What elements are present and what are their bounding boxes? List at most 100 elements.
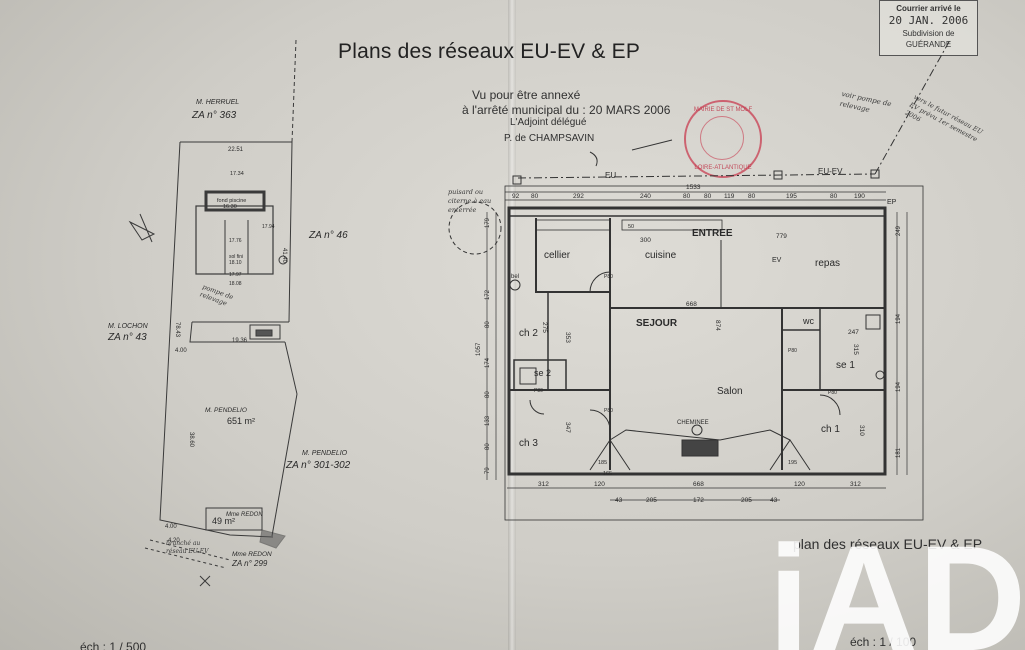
left-dim-6: 133 [485, 415, 491, 426]
redor2-za: ZA n° 299 [231, 559, 268, 568]
door-p80-5: P80 [788, 348, 797, 354]
annex-line-1: Vu pour être annexé [472, 88, 581, 102]
network-eu-ev-line [517, 173, 876, 179]
bottom-dim-5: 312 [850, 481, 861, 488]
bay-right [769, 439, 811, 471]
shower-se1 [865, 314, 881, 330]
door-ch1 [819, 394, 841, 416]
wall-se2 [513, 359, 567, 391]
spot-level-2: 17.97 [229, 272, 242, 278]
annex-arrow [589, 151, 598, 167]
room-repas: repas [815, 258, 840, 269]
bottom-dim-4: 120 [794, 481, 805, 488]
door-ch3 [589, 409, 611, 431]
top-dim-5: 80 [683, 193, 691, 200]
fireplace [681, 439, 719, 457]
parcel-left-bottom [159, 141, 274, 538]
boiler [509, 279, 521, 291]
shower-se2 [519, 367, 537, 385]
dim-668: 668 [686, 301, 697, 308]
garage-outline [249, 324, 281, 340]
puisard-circle [448, 201, 502, 255]
dim-310: 310 [858, 425, 865, 436]
car-symbol [255, 329, 273, 337]
right-dim-1: 249 [896, 225, 902, 236]
net-label-ev: EV [772, 257, 782, 264]
room-sejour: SEJOUR [636, 318, 678, 329]
dim-247: 247 [848, 329, 859, 336]
paper-fold [508, 0, 516, 650]
left-dim-1: 179 [485, 217, 491, 228]
north-arrow [128, 213, 156, 243]
salon-bay [609, 429, 791, 441]
road-line-1 [149, 539, 231, 561]
signature-stroke [631, 139, 673, 151]
bottom-dim-2: 120 [594, 481, 605, 488]
inspection-box-3 [512, 175, 522, 185]
left-dim-3: 80 [485, 321, 491, 328]
label-sol-value: 18.10 [229, 260, 242, 266]
top-dim-11: 190 [854, 193, 865, 200]
top-dim-10: 80 [830, 193, 838, 200]
parcel-west-name: M. LOCHON [108, 323, 149, 330]
dim-185: 185 [598, 460, 607, 466]
north-boundary-line [291, 39, 297, 143]
label-piscine-value: 16.30 [223, 204, 237, 210]
courier-stamp: Courrier arrivé le 20 JAN. 2006 Subdivis… [879, 0, 978, 56]
network-outlet-line [874, 39, 951, 175]
spot-level-3: 18.08 [229, 281, 242, 287]
inspection-box-1 [773, 170, 783, 180]
washbasin-se1 [875, 370, 885, 380]
dim-plot-height: 38.60 [188, 432, 194, 448]
site-plan-text: M. HERRUEL ZA n° 363 ZA n° 46 M. LOCHON … [107, 99, 351, 568]
floor-plan-lines [448, 39, 951, 521]
plot-name: M. PENDELIO [205, 407, 247, 414]
bottom-dim-3: 668 [693, 481, 704, 488]
document-title: Plans des réseaux EU-EV & EP [338, 40, 641, 63]
net-label-ep: EP [887, 199, 897, 206]
parcel-west-za: ZA n° 43 [107, 332, 147, 343]
manhole-1 [278, 255, 288, 265]
seal-bottom-text: LOIRE-ATLANTIQUE [694, 165, 752, 171]
label-fond-piscine: fond piscine [217, 198, 246, 204]
annex-signatory: P. de CHAMPSAVIN [504, 133, 595, 144]
courier-stamp-date: 20 JAN. 2006 [888, 14, 969, 27]
dim-195: 195 [788, 460, 797, 466]
parcel-north-name: M. HERRUEL [196, 99, 239, 106]
iad-watermark: iAD [768, 525, 1025, 650]
right-dim-3: 194 [896, 381, 902, 392]
dim-top-width: 22.51 [228, 147, 244, 153]
dim-347: 347 [564, 422, 571, 433]
plot-east [284, 341, 298, 395]
top-dim-3: 292 [573, 193, 584, 200]
scale-left: éch : 1 / 500 [80, 640, 147, 650]
door-cellier [589, 271, 611, 293]
room-se2: se 2 [534, 368, 551, 378]
door-se2 [529, 399, 545, 415]
parcel-south-name: M. PENDELIO [302, 450, 348, 457]
dim-300: 300 [640, 237, 651, 244]
fireplace-outlet [691, 424, 703, 436]
room-wc: wc [802, 316, 814, 326]
dim-mid-width: 19.36 [232, 338, 248, 344]
dim-275: 275 [541, 322, 548, 333]
courier-stamp-line-3: Subdivision de [902, 29, 955, 38]
kitchen-worktop [535, 219, 611, 231]
site-plan-lines [128, 39, 298, 587]
dim-pool-width: 17.34 [230, 171, 244, 177]
house-outer-wall [507, 206, 887, 476]
right-dim-2: 194 [896, 313, 902, 324]
overall-height: 1057 [476, 342, 482, 356]
plan-label: plan des réseaux EU-EV & EP [793, 536, 983, 552]
hatched-area [259, 529, 286, 549]
dim-bottom-offset: 4.20 [168, 538, 180, 544]
spot-level-4: 17.94 [262, 224, 275, 230]
top-dim-2: 80 [531, 193, 539, 200]
left-dim-2: 172 [485, 289, 491, 300]
parcel-south-za: ZA n° 301-302 [285, 460, 351, 471]
room-cellier: cellier [544, 250, 571, 261]
bottom-dim-1: 312 [538, 481, 549, 488]
room-ch1: ch 1 [821, 424, 840, 435]
